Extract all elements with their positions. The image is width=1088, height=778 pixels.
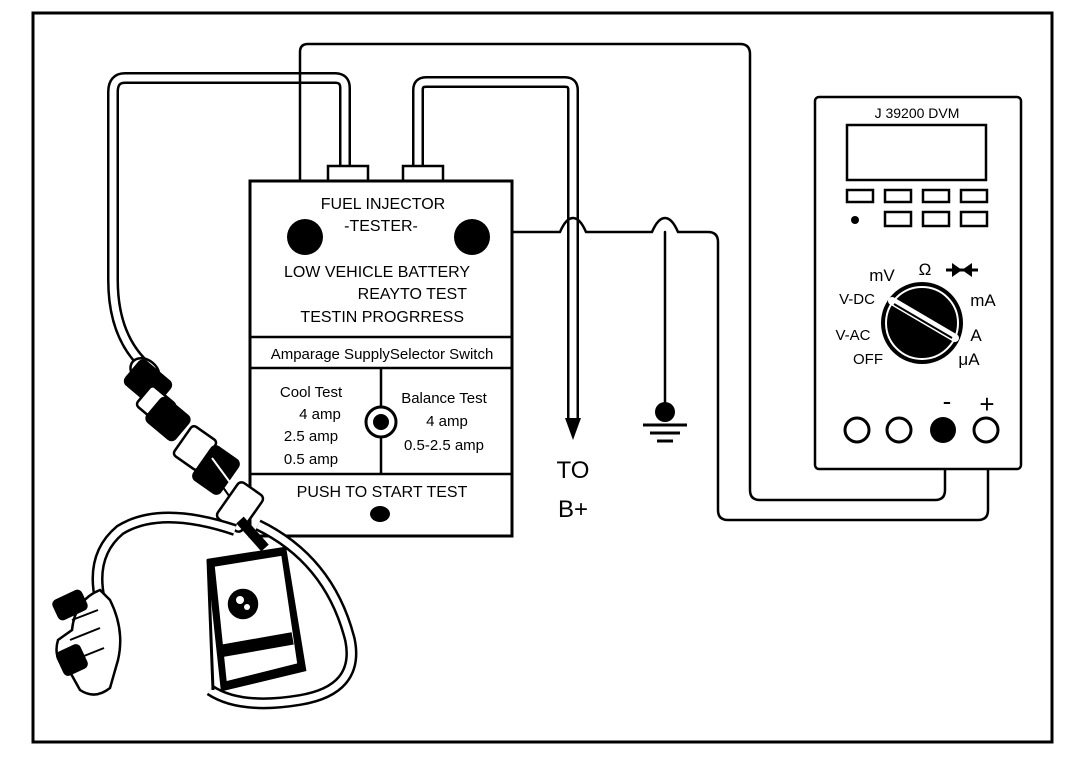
- dvm-model-label: J 39200 DVM: [875, 105, 960, 121]
- dial-label-vac: V-AC: [835, 327, 870, 344]
- bplus-label: B+: [558, 496, 588, 523]
- dial-label-ma: mA: [970, 291, 996, 310]
- tester-left-jack[interactable]: [287, 219, 323, 255]
- cool-test-title: Cool Test: [280, 384, 343, 401]
- digital-volt-meter: J 39200 DVM mV Ω V-DC mA V-AC A OFF μA: [813, 95, 1023, 471]
- dial-label-vdc: V-DC: [839, 291, 875, 308]
- dial-label-a: A: [970, 326, 982, 345]
- dvm-jack-positive[interactable]: [972, 416, 1000, 444]
- dvm-button[interactable]: [959, 188, 989, 204]
- dvm-indicator-dot: [851, 216, 859, 224]
- rotary-selector-dial[interactable]: [881, 282, 963, 364]
- tester-right-jack[interactable]: [454, 219, 490, 255]
- dvm-button[interactable]: [883, 188, 913, 204]
- dial-label-mv: mV: [869, 266, 895, 285]
- dvm-jack-negative[interactable]: [930, 417, 956, 443]
- dvm-minus-label: -: [943, 386, 952, 416]
- bplus-arrow: [565, 418, 581, 440]
- tester-title-line1: FUEL INJECTOR: [321, 196, 445, 213]
- bplus-cable-inner: [414, 78, 577, 424]
- harness-cable-inner: [109, 74, 349, 374]
- selector-heading: Amparage SupplySelector Switch: [271, 346, 494, 363]
- dvm-button[interactable]: [921, 210, 951, 228]
- status-low-battery: LOW VEHICLE BATTERY: [284, 264, 470, 281]
- balance-test-value-1: 4 amp: [426, 413, 468, 430]
- dvm-button[interactable]: [959, 210, 989, 228]
- cool-test-value-3: 0.5 amp: [284, 451, 338, 468]
- dvm-jack-2[interactable]: [885, 416, 913, 444]
- wiring: [107, 42, 990, 522]
- start-test-button[interactable]: [370, 506, 390, 522]
- status-ready: REAYTO TEST: [358, 286, 468, 303]
- dvm-button[interactable]: [845, 188, 875, 204]
- push-to-start-label: PUSH TO START TEST: [297, 484, 468, 501]
- dvm-positive-lead: [468, 216, 990, 522]
- dvm-negative-lead: [298, 42, 947, 502]
- dvm-display: [845, 123, 988, 182]
- dvm-button[interactable]: [921, 188, 951, 204]
- to-label: TO: [557, 457, 590, 484]
- dial-label-off: OFF: [853, 351, 883, 368]
- dial-label-ohm: Ω: [919, 260, 932, 279]
- status-in-progress: TESTIN PROGRRESS: [300, 309, 464, 326]
- dvm-button[interactable]: [883, 210, 913, 228]
- balance-test-value-2: 0.5-2.5 amp: [404, 437, 484, 454]
- cool-test-value-2: 2.5 amp: [284, 428, 338, 445]
- cool-test-value-1: 4 amp: [299, 406, 341, 423]
- dvm-plus-label: +: [979, 389, 994, 419]
- ground-symbol: [643, 402, 687, 443]
- dvm-jack-1[interactable]: [843, 416, 871, 444]
- fuel-injector-tester: FUEL INJECTOR -TESTER- LOW VEHICLE BATTE…: [248, 164, 514, 538]
- balance-test-title: Balance Test: [401, 390, 487, 407]
- diode-icon: [946, 263, 978, 277]
- dial-label-ua: μA: [958, 350, 980, 369]
- injector-harness-illustration: [52, 356, 358, 710]
- tester-title-line2: -TESTER-: [344, 218, 418, 235]
